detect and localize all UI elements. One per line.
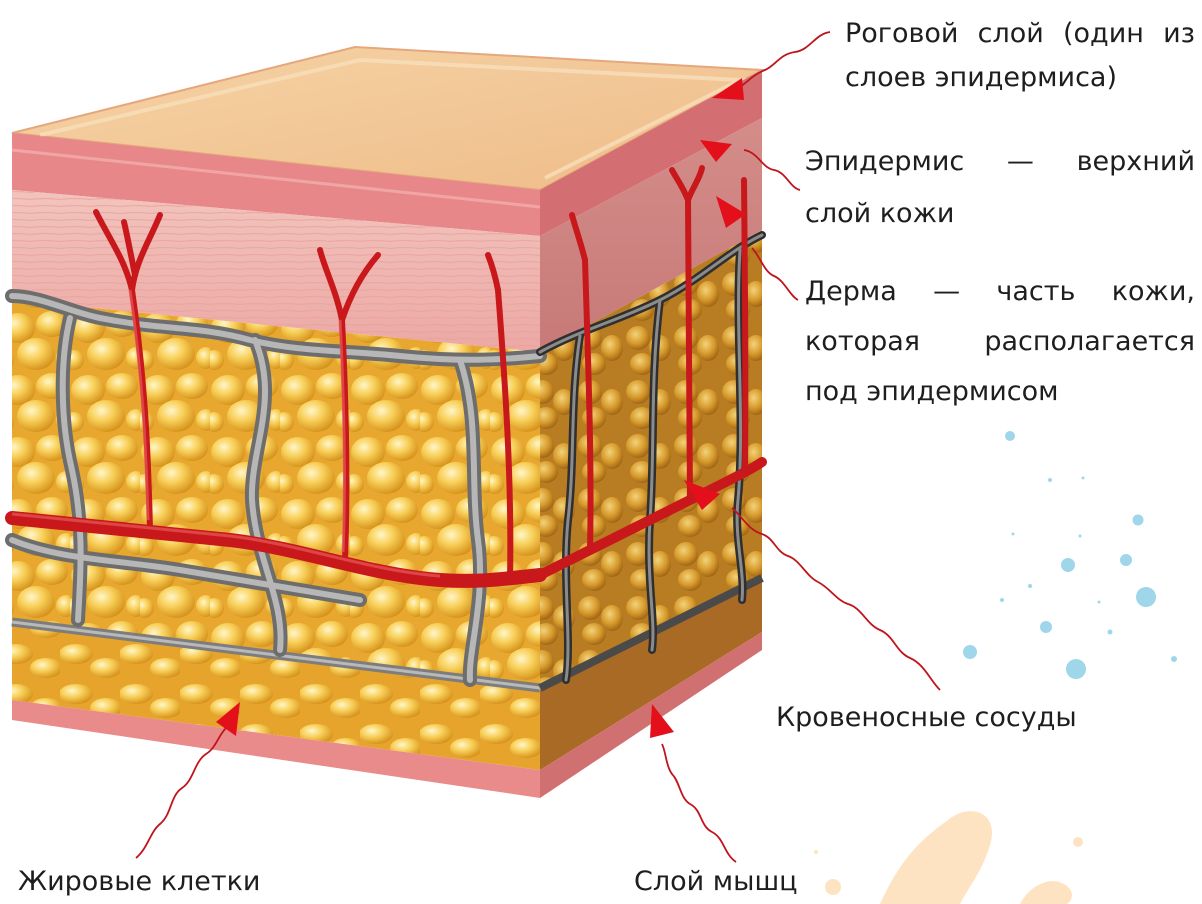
label-stratum-corneum: Роговой слой (один из — [845, 14, 1195, 54]
label-dermis-line-3: под эпидермисом — [805, 372, 1195, 412]
label-stratum-corneum-line-1: Роговой слой (один из — [845, 14, 1195, 54]
label-muscle-layer: Слой мышц — [634, 862, 874, 902]
decorative-dots — [963, 431, 1177, 679]
label-epidermis: Эпидермис — верхний — [805, 142, 1195, 182]
label-dermis: Дерма — часть кожи, — [805, 272, 1195, 312]
label-fat-cells: Жировые клетки — [18, 862, 378, 902]
label-dermis-line-2: которая располагается — [805, 322, 1195, 362]
front-face — [12, 133, 540, 798]
label-dermis-3: под эпидермисом — [805, 372, 1195, 412]
label-stratum-corneum-2: слоев эпидермиса) — [845, 58, 1195, 98]
label-stratum-corneum-line-2: слоев эпидермиса) — [845, 58, 1195, 98]
label-epidermis-line-2: слой кожи — [805, 194, 1195, 234]
label-dermis-2: которая располагается — [805, 322, 1195, 362]
label-epidermis-line-1: Эпидермис — верхний — [805, 142, 1195, 182]
label-epidermis-2: слой кожи — [805, 194, 1195, 234]
label-blood-vessels: Кровеносные сосуды — [776, 698, 1166, 738]
label-dermis-line-1: Дерма — часть кожи, — [805, 272, 1195, 312]
